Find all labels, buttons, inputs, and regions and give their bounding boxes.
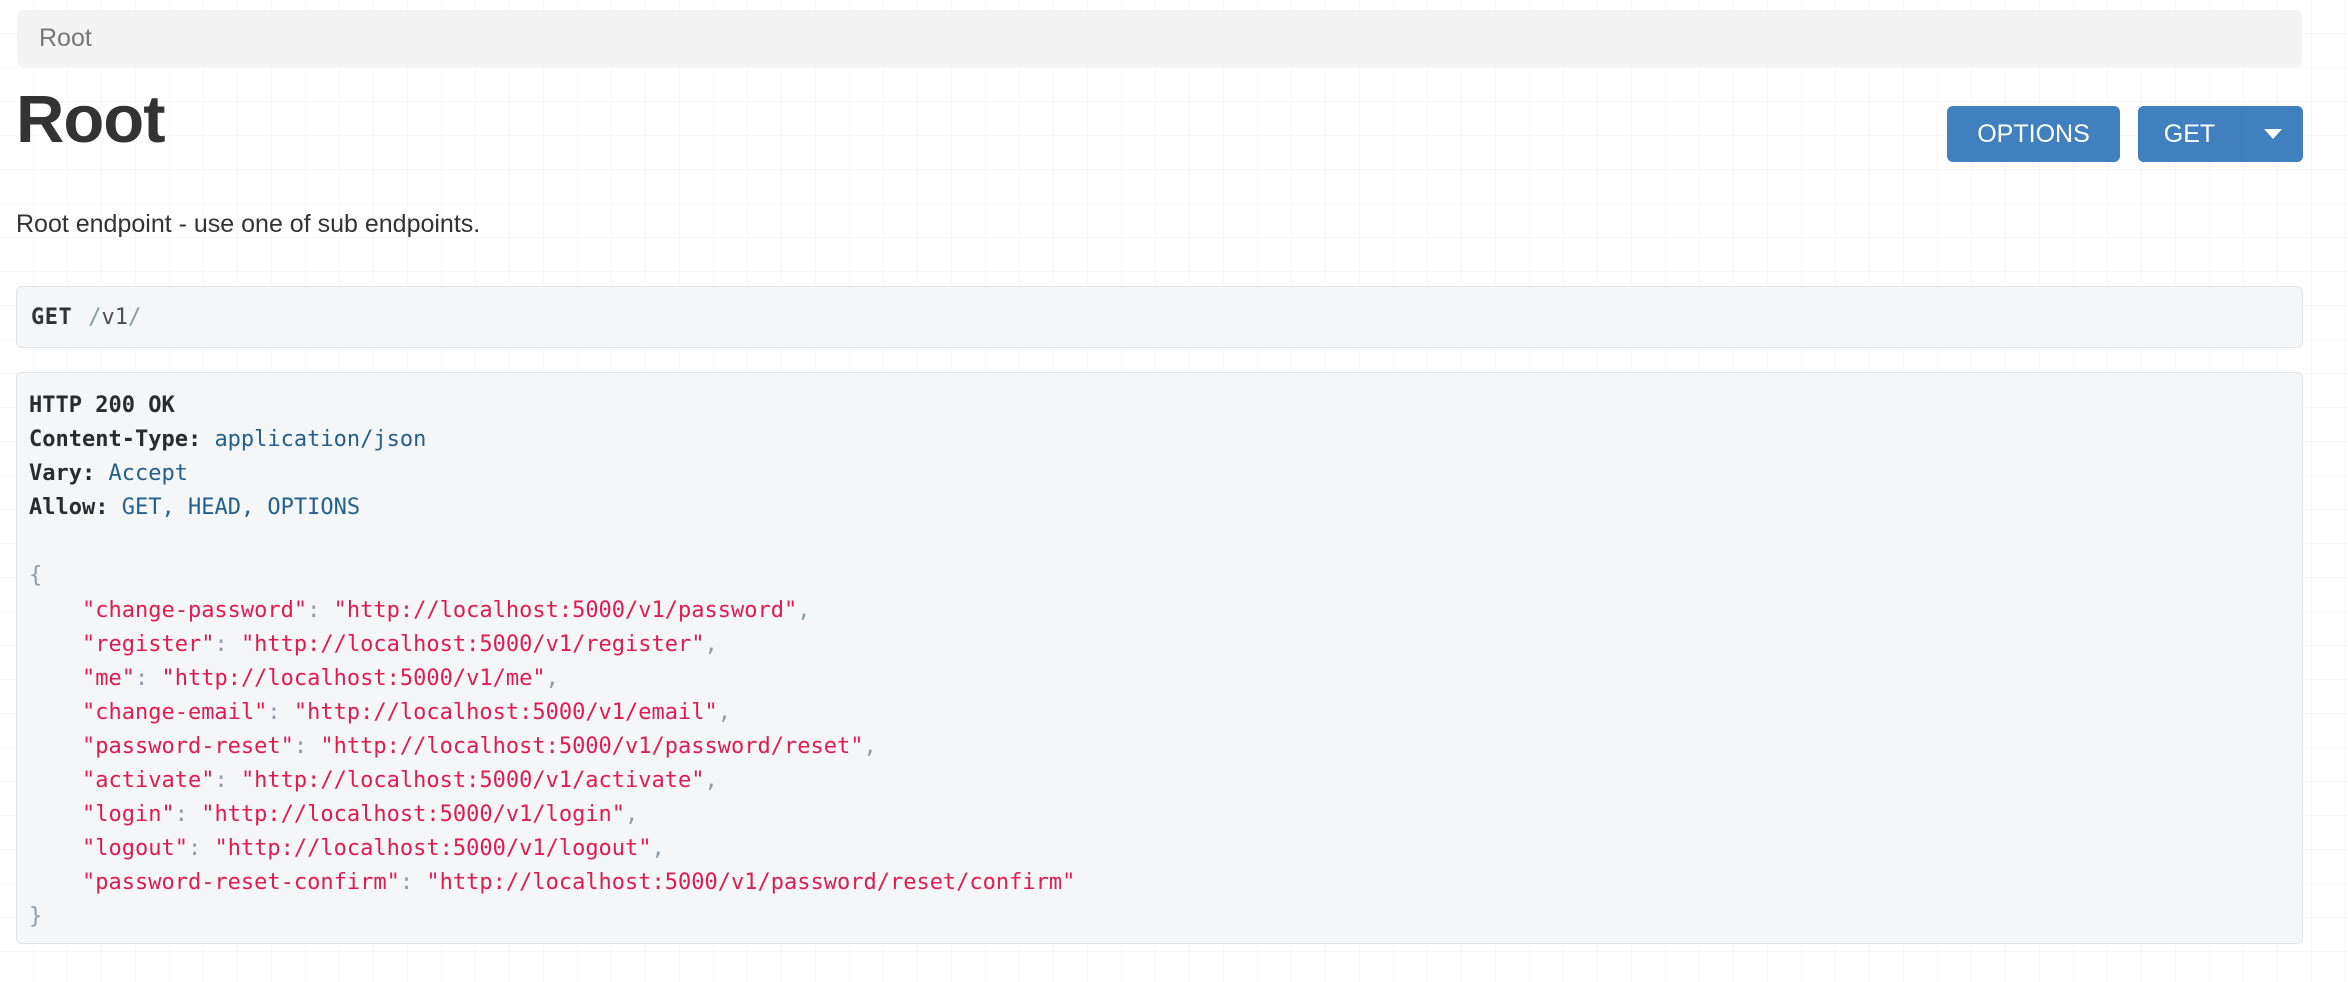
json-colon: : — [399, 870, 414, 896]
json-key: "activate" — [81, 768, 215, 794]
json-colon: : — [174, 802, 188, 828]
json-key: "logout" — [81, 836, 188, 862]
page-description: Root endpoint - use one of sub endpoints… — [16, 210, 481, 238]
get-button-group: GET — [2138, 106, 2303, 162]
json-value: "http://localhost:5000/v1/activate" — [240, 768, 705, 794]
json-key: "change-password" — [81, 597, 308, 623]
get-button[interactable]: GET — [2138, 106, 2242, 162]
response-header-name: Allow: — [29, 495, 109, 521]
request-path-suffix: / — [128, 304, 142, 330]
request-path-prefix: / — [88, 304, 102, 330]
json-colon: : — [134, 665, 149, 691]
json-value: "http://localhost:5000/v1/login" — [201, 802, 626, 828]
chevron-down-icon — [2263, 129, 2282, 139]
json-key: "password-reset" — [81, 733, 294, 759]
json-key: "password-reset-confirm" — [81, 870, 400, 896]
request-panel: GET /v1/ — [16, 286, 2303, 348]
page-title: Root — [16, 82, 166, 157]
response-header-name: Content-Type: — [29, 427, 202, 453]
json-colon: : — [307, 597, 321, 623]
json-value: "http://localhost:5000/v1/logout" — [214, 836, 652, 862]
json-colon: : — [214, 768, 228, 794]
json-key: "me" — [81, 665, 135, 691]
options-button[interactable]: OPTIONS — [1947, 106, 2120, 162]
response-header-value: GET, HEAD, OPTIONS — [121, 495, 361, 521]
json-key: "login" — [81, 802, 175, 828]
response-header-value: Accept — [108, 461, 188, 487]
json-comma: , — [797, 597, 811, 623]
response-header-name: Vary: — [29, 461, 96, 487]
get-dropdown-toggle[interactable] — [2242, 106, 2303, 162]
breadcrumb: Root — [17, 10, 2302, 67]
json-value: "http://localhost:5000/v1/register" — [240, 631, 705, 657]
json-comma: , — [625, 802, 639, 828]
json-comma: , — [704, 768, 718, 794]
json-comma: , — [863, 733, 877, 759]
breadcrumb-item-root[interactable]: Root — [39, 24, 92, 52]
page-header: Root OPTIONS GET — [16, 82, 2303, 178]
request-path-name: v1 — [101, 304, 129, 330]
json-comma: , — [545, 665, 559, 691]
json-colon: : — [187, 836, 202, 862]
json-colon: : — [214, 631, 228, 657]
response-header-value: application/json — [214, 427, 427, 453]
json-value: "http://localhost:5000/v1/email" — [293, 699, 718, 725]
json-comma: , — [704, 631, 718, 657]
json-colon: : — [293, 733, 308, 759]
json-open-brace: { — [29, 563, 43, 589]
json-comma: , — [651, 836, 665, 862]
request-actions: OPTIONS GET — [1947, 106, 2303, 162]
request-method: GET — [31, 304, 73, 330]
response-status-line: HTTP 200 OK — [29, 393, 175, 418]
json-value: "http://localhost:5000/v1/password/reset… — [426, 870, 1076, 896]
json-colon: : — [267, 699, 281, 725]
json-comma: , — [717, 699, 732, 725]
json-key: "register" — [81, 631, 215, 657]
json-value: "http://localhost:5000/v1/password/reset… — [320, 733, 864, 759]
json-value: "http://localhost:5000/v1/me" — [161, 665, 546, 691]
json-value: "http://localhost:5000/v1/password" — [333, 597, 798, 623]
response-panel: HTTP 200 OK Content-Type: application/js… — [16, 372, 2303, 944]
request-path: /v1/ — [88, 305, 141, 330]
response-body: HTTP 200 OK Content-Type: application/js… — [29, 389, 2286, 935]
json-close-brace: } — [29, 904, 43, 930]
json-key: "change-email" — [81, 699, 268, 725]
